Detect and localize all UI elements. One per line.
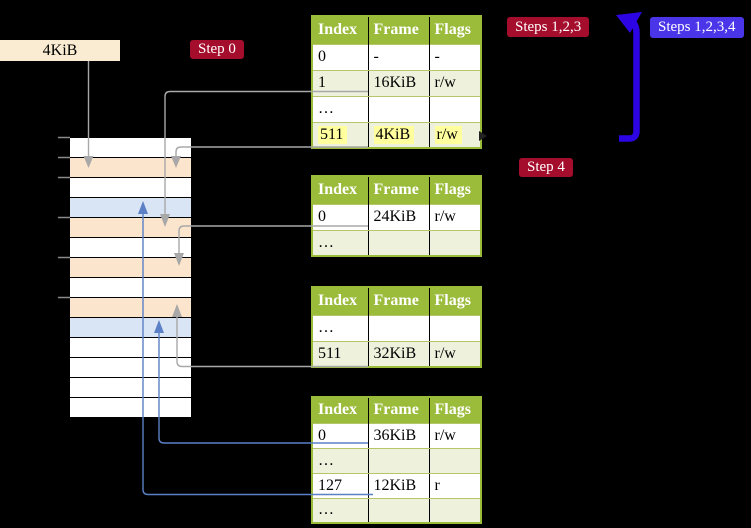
table-cell: - [429, 43, 481, 71]
table-cell: 0 [312, 43, 369, 71]
memory-tick-marks [58, 136, 70, 299]
memory-frame-row-white [70, 358, 191, 378]
table-cell: 511 [312, 121, 369, 149]
table-cell: 4KiB [368, 121, 430, 149]
table-cell: - [368, 43, 430, 71]
table-cell: 12KiB [368, 472, 430, 499]
column-header-index: Index [312, 176, 369, 204]
steps123-badge: Steps 1,2,3 [507, 17, 590, 37]
table-cell: … [312, 229, 369, 257]
table-row: … [312, 95, 481, 123]
table-cell: 1 [312, 69, 369, 97]
memory-frame-row-peach [70, 258, 191, 278]
table-cell: 0 [312, 422, 369, 449]
table-cell [368, 314, 430, 342]
column-header-flags: Flags [429, 176, 481, 204]
step4-badge: Step 4 [519, 158, 573, 177]
table-cell: 24KiB [368, 203, 430, 231]
table-cell [429, 95, 481, 123]
column-header-flags: Flags [429, 287, 481, 315]
table-cell: … [312, 314, 369, 342]
table-cell [429, 497, 481, 524]
table-row: … [312, 497, 481, 524]
table-cell [368, 229, 430, 257]
column-header-frame: Frame [368, 176, 430, 204]
table-cell: 36KiB [368, 422, 430, 449]
column-header-flags: Flags [429, 16, 481, 44]
table-row: 0-- [312, 43, 481, 71]
table-row: … [312, 447, 481, 474]
table-cell: 32KiB [368, 340, 430, 368]
table-cell [368, 95, 430, 123]
table-row: … [312, 229, 481, 257]
column-header-index: Index [312, 287, 369, 315]
column-header-flags: Flags [429, 397, 481, 423]
memory-frame-row-white [70, 178, 191, 198]
memory-frame-row-white [70, 398, 191, 418]
table-cell: r/w [429, 422, 481, 449]
table-cell [368, 497, 430, 524]
memory-frame-row-peach [70, 218, 191, 238]
recursion-loop-arrow [616, 12, 642, 142]
table-cell [429, 314, 481, 342]
recursion-loop-arrowhead [616, 12, 642, 33]
memory-frame-row-peach [70, 158, 191, 178]
memory-frame-row-white [70, 278, 191, 298]
memory-frame-row-white [70, 378, 191, 398]
column-header-frame: Frame [368, 397, 430, 423]
memory-frame-row-blue [70, 318, 191, 338]
table-cell: r/w [429, 69, 481, 97]
table-row: … [312, 314, 481, 342]
table-cell: … [312, 447, 369, 474]
table-cell: r/w [429, 121, 481, 149]
memory-frame-row-blue [70, 198, 191, 218]
physical-memory-column [70, 137, 191, 418]
column-header-index: Index [312, 16, 369, 44]
table-cell: r/w [429, 340, 481, 368]
column-header-index: Index [312, 397, 369, 423]
table-cell [368, 447, 430, 474]
memory-frame-row-white [70, 238, 191, 258]
table-cell [429, 229, 481, 257]
memory-frame-row-white [70, 338, 191, 358]
column-header-frame: Frame [368, 287, 430, 315]
table-cell: 16KiB [368, 69, 430, 97]
memory-frame-row-white [70, 138, 191, 158]
table-cell: … [312, 95, 369, 123]
table-cell: 511 [312, 340, 369, 368]
table-cell [429, 447, 481, 474]
table-cell: 0 [312, 203, 369, 231]
memory-frame-row-peach [70, 298, 191, 318]
table-cell: … [312, 497, 369, 524]
step0-badge: Step 0 [190, 40, 244, 59]
column-header-frame: Frame [368, 16, 430, 44]
steps1234-badge: Steps 1,2,3,4 [650, 17, 744, 38]
table-cell: 127 [312, 472, 369, 499]
frame-address-label: 4KiB [0, 40, 120, 61]
table-cell: r/w [429, 203, 481, 231]
table-cell: r [429, 472, 481, 499]
